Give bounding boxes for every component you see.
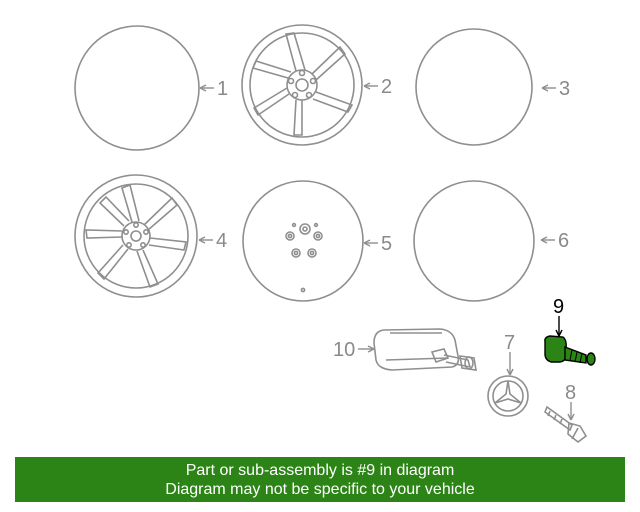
part-9-valve-stem-highlighted[interactable]: [544, 335, 596, 366]
part-10-tpms-sensor[interactable]: [373, 328, 477, 371]
footer-line-1: Part or sub-assembly is #9 in diagram: [185, 462, 455, 479]
parts-diagram: 1 2 3 4 5 6 7 8 9 10: [74, 24, 596, 444]
part-3-wheel-cover[interactable]: [415, 28, 533, 146]
callout-8[interactable]: 8: [565, 382, 576, 404]
callout-10[interactable]: 10: [333, 339, 355, 361]
part-4-spoked-wheel[interactable]: [74, 174, 198, 298]
callout-9[interactable]: 9: [553, 296, 564, 318]
part-5-spare-wheel[interactable]: [242, 180, 364, 302]
callout-5[interactable]: 5: [381, 233, 392, 255]
part-7-center-cap[interactable]: [487, 375, 529, 417]
footer-line-2: Diagram may not be specific to your vehi…: [165, 481, 475, 498]
callout-6[interactable]: 6: [558, 230, 569, 252]
callout-2[interactable]: 2: [381, 76, 392, 98]
callout-7[interactable]: 7: [504, 332, 515, 354]
footer-banner: Part or sub-assembly is #9 in diagram Di…: [15, 457, 625, 502]
part-1-wheel-cover[interactable]: [74, 25, 200, 151]
part-2-spoked-wheel[interactable]: [241, 24, 363, 146]
callout-1[interactable]: 1: [217, 78, 228, 100]
part-8-lug-bolt[interactable]: [544, 405, 588, 444]
callout-3[interactable]: 3: [559, 78, 570, 100]
callout-4[interactable]: 4: [216, 230, 227, 252]
part-6-wheel-cover[interactable]: [413, 180, 535, 302]
